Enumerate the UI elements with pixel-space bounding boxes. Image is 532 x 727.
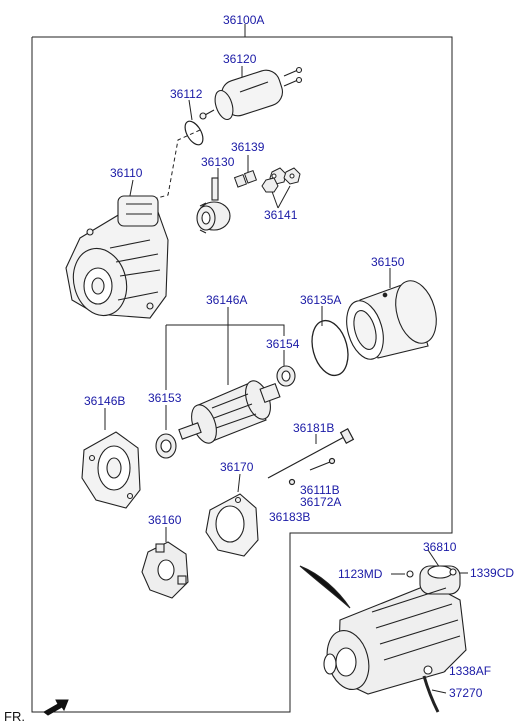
bearing-36154: [276, 365, 296, 387]
rear-plate-36146B: [81, 431, 141, 509]
label-36130[interactable]: 36130: [201, 155, 235, 169]
label-36141[interactable]: 36141: [264, 208, 298, 222]
label-36146B[interactable]: 36146B: [84, 394, 126, 408]
armature-36146A: [178, 380, 281, 444]
arrow-left-down-icon: [43, 699, 69, 716]
label-36170[interactable]: 36170: [220, 460, 254, 474]
label-1338AF[interactable]: 1338AF: [449, 664, 492, 678]
label-36146A[interactable]: 36146A: [206, 293, 248, 307]
solenoid-36120: [199, 66, 303, 121]
label-36153[interactable]: 36153: [148, 391, 182, 405]
starter-assembly: [299, 565, 467, 713]
label-36810[interactable]: 36810: [423, 540, 457, 554]
yoke-36150: [346, 280, 437, 360]
assembly-frame: [31, 36, 453, 713]
ring-36135A: [311, 319, 349, 377]
end-frame-36170: [205, 493, 259, 557]
brush-holder-36160: [141, 541, 189, 599]
label-36110[interactable]: 36110: [110, 166, 143, 180]
label-36150[interactable]: 36150: [371, 255, 405, 269]
label-36100A[interactable]: 36100A: [223, 13, 265, 27]
label-36181B[interactable]: 36181B: [293, 421, 335, 435]
label-36135A[interactable]: 36135A: [300, 293, 342, 307]
label-37270[interactable]: 37270: [449, 686, 483, 700]
label-36120[interactable]: 36120: [223, 52, 257, 66]
label-1339CD[interactable]: 1339CD: [470, 566, 515, 580]
pinion-36130: [196, 177, 231, 234]
through-bolt-36181B: [267, 428, 355, 486]
bearing-36153: [155, 433, 177, 459]
brush-set-36139: [233, 169, 258, 188]
label-36160[interactable]: 36160: [148, 513, 182, 527]
label-36139[interactable]: 36139: [231, 140, 265, 154]
label-36183B[interactable]: 36183B: [269, 510, 311, 524]
front-housing-36110: [65, 195, 169, 319]
label-1123MD[interactable]: 1123MD: [338, 567, 383, 581]
label-36154[interactable]: 36154: [266, 337, 300, 351]
label-36112[interactable]: 36112: [170, 87, 203, 101]
label-36111B[interactable]: 36111B: [300, 483, 340, 497]
fr-label: FR.: [4, 709, 25, 724]
nuts-36141: [261, 167, 301, 193]
label-36172A[interactable]: 36172A: [300, 495, 342, 509]
oring-36112: [184, 120, 204, 146]
